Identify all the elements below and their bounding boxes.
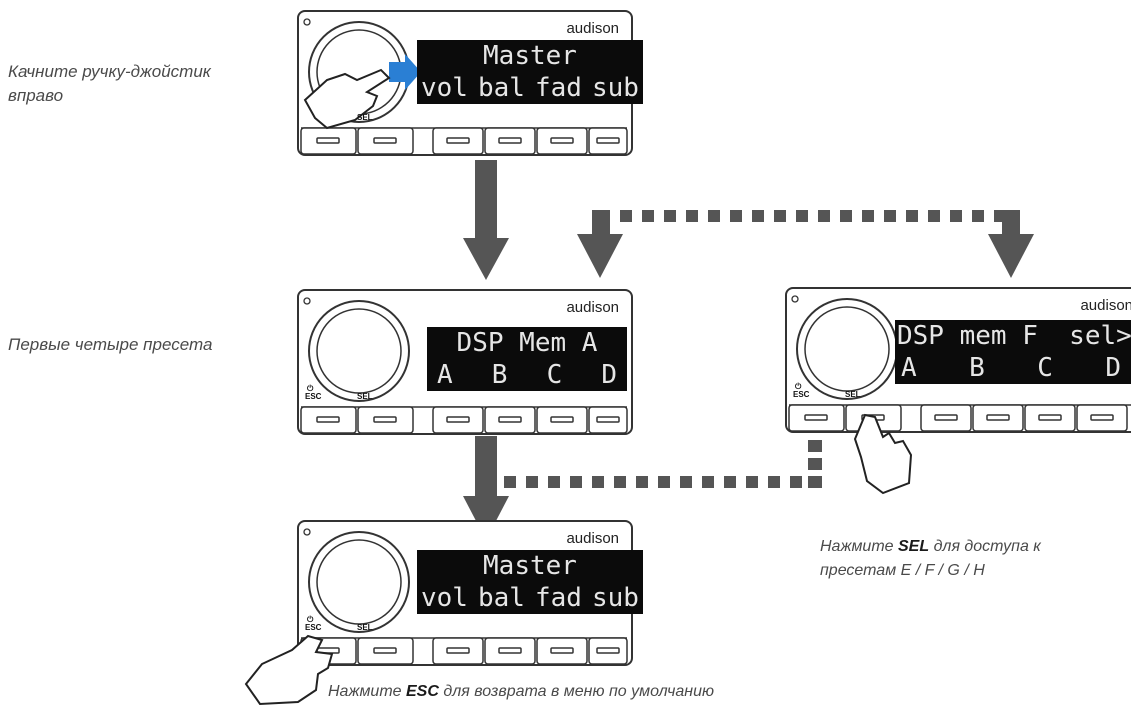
power-icon: ⏻	[795, 382, 802, 391]
caption-esc-key: ESC	[406, 683, 439, 700]
esc-label: ESC	[305, 623, 322, 632]
hand-pointer-icon	[853, 413, 913, 495]
sel-label: SEL	[357, 623, 373, 632]
caption-esc-suffix: для возврата в меню по умолчанию	[438, 683, 715, 700]
device-right-graphics	[788, 295, 1131, 495]
lcd-display: DSP Mem A A B C D	[427, 327, 627, 391]
dashed-bottom-connector	[504, 440, 822, 488]
hand-pointer-icon	[303, 68, 391, 130]
power-icon: ⏻	[307, 615, 314, 624]
lcd-item: fad	[535, 583, 582, 613]
esc-label: ESC	[305, 392, 322, 401]
lcd-row2: vol bal fad sub	[417, 72, 643, 104]
lcd-item: C	[1037, 353, 1053, 383]
brand-logo: audison	[566, 530, 619, 547]
caption-esc: Нажмите ESC для возврата в меню по умолч…	[328, 680, 714, 704]
lcd-item: A	[437, 360, 453, 390]
lcd-item: A	[901, 353, 917, 383]
device-top-graphics	[300, 18, 628, 155]
lcd-row2: A B C D	[895, 352, 1131, 384]
lcd-row1: DSP mem F sel>	[897, 321, 1131, 351]
caption-joystick: Качните ручку-джойстик вправо	[8, 60, 211, 108]
lcd-display: DSP mem F sel> A B C D	[895, 320, 1131, 384]
caption-joystick-line2: вправо	[8, 86, 64, 105]
lcd-item: C	[546, 360, 563, 390]
lcd-item: bal	[478, 73, 525, 103]
caption-first-presets: Первые четыре пресета	[8, 335, 213, 354]
device-top: audison SEL Master vol bal fad sub	[297, 10, 643, 156]
caption-sel-suffix: для доступа к	[929, 538, 1041, 555]
arrow-down-to-right	[988, 234, 1034, 278]
dashed-top-connector	[592, 210, 1020, 234]
lcd-item: D	[1105, 353, 1121, 383]
caption-sel: Нажмите SEL для доступа к пресетам E / F…	[820, 535, 1041, 583]
device-middle-graphics	[300, 297, 628, 434]
device-right: audison ⏻ ESC SEL DSP mem F sel> A B C D	[785, 287, 1131, 495]
lcd-item: vol	[421, 583, 468, 613]
lcd-display: Master vol bal fad sub	[417, 550, 643, 614]
lcd-row2: vol bal fad sub	[417, 582, 643, 614]
arrow-down-to-middle	[577, 234, 623, 278]
brand-logo: audison	[1080, 297, 1131, 314]
caption-sel-prefix: Нажмите	[820, 538, 898, 555]
hand-pointer-icon	[244, 634, 334, 706]
brand-logo: audison	[566, 20, 619, 37]
lcd-display: Master vol bal fad sub	[417, 40, 643, 104]
lcd-row1: DSP Mem A	[456, 328, 598, 358]
lcd-row2: A B C D	[427, 359, 627, 391]
lcd-row1: Master	[483, 551, 577, 581]
power-icon: ⏻	[307, 384, 314, 393]
lcd-item: bal	[478, 583, 525, 613]
esc-label: ESC	[793, 390, 810, 399]
sel-label: SEL	[357, 392, 373, 401]
caption-sel-line2: пресетам E / F / G / H	[820, 562, 985, 579]
caption-joystick-line1: Качните ручку-джойстик	[8, 62, 211, 81]
lcd-item: fad	[535, 73, 582, 103]
arrow-right-icon	[389, 54, 421, 90]
lcd-item: B	[969, 353, 985, 383]
sel-label: SEL	[357, 113, 373, 122]
sel-label: SEL	[845, 390, 861, 399]
lcd-item: vol	[421, 73, 468, 103]
caption-esc-prefix: Нажмите	[328, 683, 406, 700]
lcd-item: D	[601, 360, 617, 390]
solid-arrow-down-1	[463, 160, 509, 280]
solid-arrow-down-2	[463, 436, 509, 540]
brand-logo: audison	[566, 299, 619, 316]
lcd-item: B	[491, 360, 508, 390]
caption-sel-key: SEL	[898, 538, 930, 555]
device-middle: audison ⏻ ESC SEL DSP Mem A A B C D	[297, 289, 633, 435]
lcd-item: sub	[592, 583, 639, 613]
lcd-row1: Master	[483, 41, 577, 71]
lcd-item: sub	[592, 73, 639, 103]
